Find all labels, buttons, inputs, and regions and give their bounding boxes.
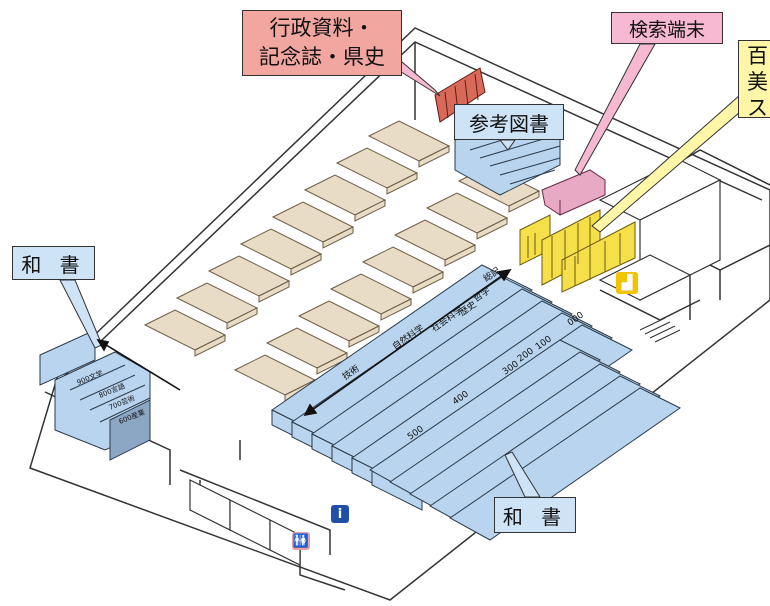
- search-terminal-label: 検索端末: [611, 12, 723, 44]
- callout-lines: [397, 61, 441, 97]
- encyclopedia-label: 百 美 ス: [738, 40, 770, 120]
- encyclopedia-label-line1: 百: [747, 44, 768, 68]
- reading-table-edge: [412, 271, 444, 294]
- callout-line-sanko: [498, 139, 516, 151]
- reading-table-edge: [194, 334, 226, 357]
- stairs-icon: ▟: [616, 272, 638, 294]
- search-terminal-desk: [541, 169, 606, 216]
- reading-table-edge: [508, 190, 540, 213]
- reading-table-edge: [476, 217, 508, 240]
- restroom-rooms: [189, 479, 301, 566]
- reading-table-edge: [226, 307, 258, 330]
- reading-table-edge: [444, 244, 476, 267]
- reference-books-label: 参考図書: [454, 104, 564, 140]
- admin-label-line1: 行政資料・: [269, 16, 375, 40]
- japanese-books-label-left: 和 書: [12, 246, 95, 280]
- reading-table-edge: [258, 280, 290, 303]
- admin-materials-label: 行政資料・ 記念誌・県史: [242, 10, 402, 76]
- building-outline: [29, 27, 770, 601]
- encyclopedia-label-line2: 美: [747, 70, 768, 94]
- reading-table-edge: [322, 226, 354, 249]
- bookshelves-main: [271, 264, 681, 541]
- reading-table-edge: [386, 172, 418, 195]
- reading-table-edge: [418, 145, 450, 168]
- direction-arrows: [96, 268, 512, 417]
- staircase: [639, 317, 681, 343]
- restroom-icon: 🚻: [292, 532, 310, 550]
- reading-tables: [143, 120, 541, 402]
- encyclopedia-label-line3: ス: [747, 96, 768, 120]
- wall-shelf-dark-block: [109, 399, 151, 461]
- reading-table-edge: [380, 298, 412, 321]
- reading-table-edge: [348, 325, 380, 348]
- japanese-books-label-bottom: 和 書: [494, 497, 576, 533]
- info-icon: i: [331, 505, 349, 523]
- reading-table-edge: [290, 253, 322, 276]
- admin-label-line2: 記念誌・県史: [259, 45, 385, 69]
- reading-table-edge: [354, 199, 386, 222]
- encyclopedia-shelves: [519, 209, 636, 293]
- callout-line-terminal: [574, 43, 656, 176]
